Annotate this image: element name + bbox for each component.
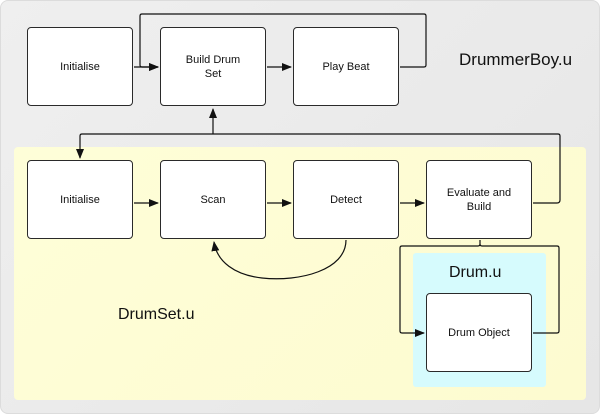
node-play-beat[interactable]: Play Beat (293, 27, 399, 106)
node-label: Drum Object (448, 326, 510, 339)
node-top-initialise[interactable]: Initialise (27, 27, 133, 106)
node-build-drum-set[interactable]: Build Drum Set (160, 27, 266, 106)
drummerboy-module-label: DrummerBoy.u (459, 50, 573, 69)
node-drum-object[interactable]: Drum Object (426, 293, 532, 372)
node-label: Detect (330, 193, 362, 206)
node-label: Initialise (60, 60, 100, 73)
node-label: Initialise (60, 193, 100, 206)
node-label: Build Drum Set (185, 53, 241, 80)
drum-module-label: Drum.u (449, 264, 502, 281)
node-drumset-initialise[interactable]: Initialise (27, 160, 133, 239)
node-detect[interactable]: Detect (293, 160, 399, 239)
node-label: Evaluate and Build (446, 186, 512, 213)
node-evaluate-and-build[interactable]: Evaluate and Build (426, 160, 532, 239)
node-label: Play Beat (322, 60, 370, 73)
node-scan[interactable]: Scan (160, 160, 266, 239)
drumset-module-label: DrumSet.u (118, 306, 195, 323)
node-label: Scan (200, 193, 226, 206)
